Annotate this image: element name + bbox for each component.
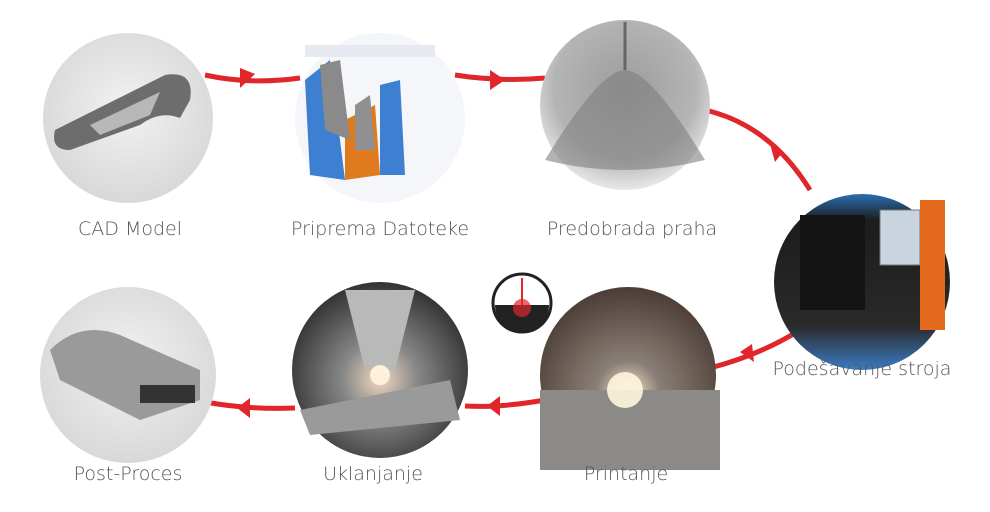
step-image-stroj [774,194,950,370]
step-image-uklanjanje [292,282,468,458]
step-image-cad [43,33,213,203]
arrowhead [237,398,250,418]
arrow-printanje-to-uklanjanje [464,397,546,409]
step-image-priprema [295,33,465,203]
arrowheads [237,68,782,418]
arrowhead [487,396,500,416]
step-label-uklanjanje: Uklanjanje [323,463,423,485]
step-label-priprema-datoteke: Priprema Datoteke [290,218,470,240]
step-label-post-proces: Post-Proces [73,463,183,485]
arrowhead [490,70,505,90]
arrow-cad-to-priprema [204,72,301,84]
step-label-cad-model: CAD Model [78,218,182,240]
step-label-printanje: Printanje [583,463,669,485]
laser-icon [491,272,553,334]
step-label-podesavanje-stroja: Podešavanje stroja [772,358,952,380]
arrowhead [770,144,782,162]
step-image-post-proces [40,287,216,463]
arrowhead [240,68,255,88]
step-label-predobrada-praha: Predobrada praha [546,218,718,240]
arrowhead [740,344,754,362]
step-image-printanje [540,287,720,470]
arrow-predobrada-to-stroj [704,107,813,192]
step-image-predobrada [540,20,710,190]
